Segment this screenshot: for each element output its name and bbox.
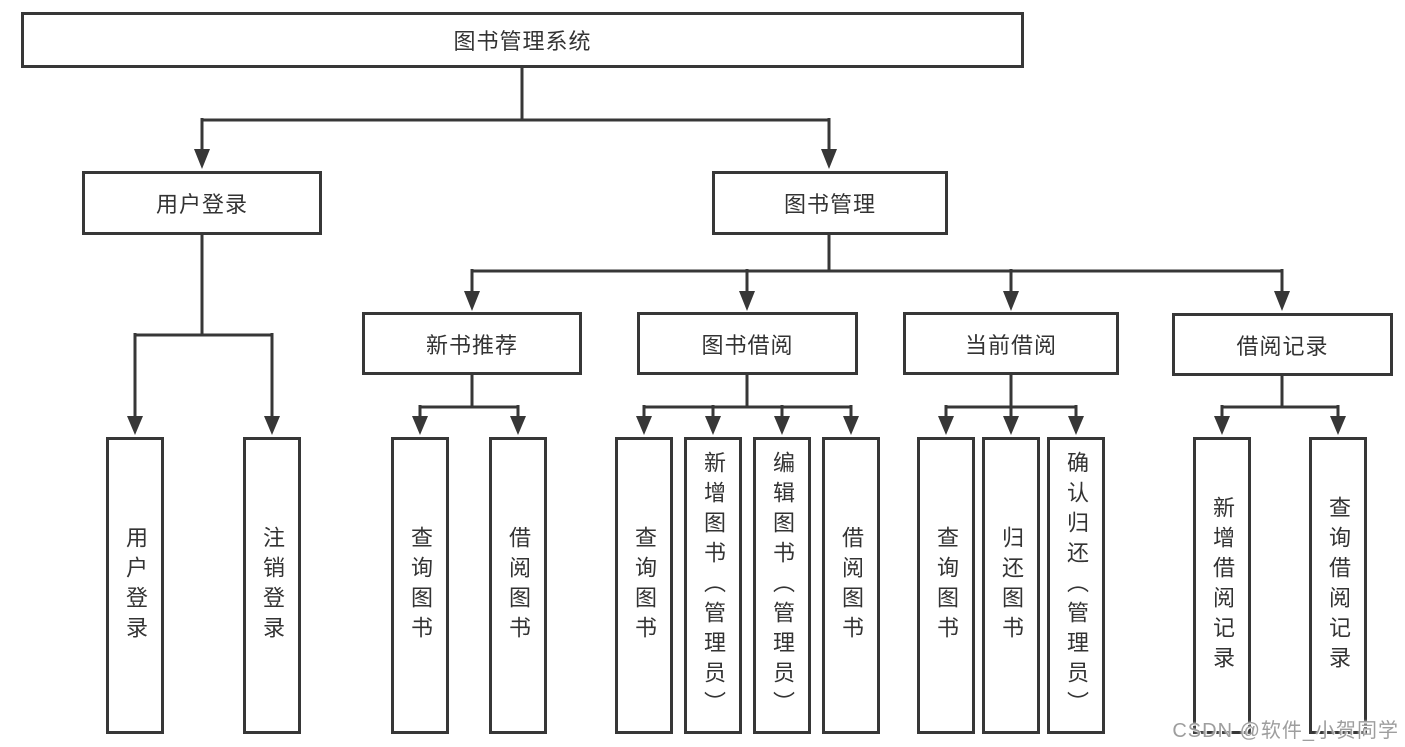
arrowhead — [821, 149, 837, 169]
arrowhead — [1274, 291, 1290, 311]
node-label: 用户登录 — [155, 192, 248, 217]
arrowhead — [938, 416, 954, 435]
leaf-label: 新增借阅记录 — [1210, 495, 1235, 676]
connector-user-login — [133, 234, 274, 417]
node-current-borrowing: 当前借阅 — [903, 312, 1119, 375]
arrowhead — [843, 416, 859, 435]
arrowhead — [1003, 416, 1019, 435]
leaf-query-books-borrow: 查询图书 — [615, 437, 673, 734]
node-book-management: 图书管理 — [712, 171, 948, 235]
arrowhead — [510, 416, 526, 435]
leaf-label: 归还图书 — [999, 525, 1024, 646]
arrowhead — [774, 416, 790, 435]
connector-root-trunk — [200, 67, 831, 150]
node-label: 借阅记录 — [1236, 333, 1329, 359]
leaf-label: 查询图书 — [408, 525, 433, 646]
arrowhead — [636, 416, 652, 435]
leaf-label: 新增图书（管理员） — [701, 450, 726, 721]
node-label: 图书管理系统 — [453, 29, 592, 54]
connector-book-management — [470, 234, 1284, 292]
leaf-label: 编辑图书（管理员） — [770, 450, 795, 721]
leaf-edit-book-admin: 编辑图书（管理员） — [753, 437, 811, 734]
leaf-label: 借阅图书 — [839, 525, 864, 646]
leaf-label: 借阅图书 — [506, 525, 531, 646]
arrowhead — [1330, 416, 1346, 435]
leaf-add-book-admin: 新增图书（管理员） — [684, 437, 742, 734]
leaf-label: 注销登录 — [260, 525, 285, 646]
leaf-query-borrow-record: 查询借阅记录 — [1309, 437, 1367, 734]
node-borrowing-records: 借阅记录 — [1172, 313, 1393, 376]
watermark: CSDN @软件_小贺同学 — [1172, 720, 1399, 742]
node-library-management-system: 图书管理系统 — [21, 12, 1024, 68]
arrowhead — [705, 416, 721, 435]
connector-current-borrowing — [944, 374, 1078, 417]
arrowhead — [739, 291, 755, 311]
arrowhead — [1068, 416, 1084, 435]
leaf-label: 确认归还（管理员） — [1064, 450, 1089, 721]
arrowhead — [1003, 291, 1019, 311]
leaf-query-books-current: 查询图书 — [917, 437, 975, 734]
arrowhead — [1214, 416, 1230, 435]
leaf-label: 用户登录 — [123, 525, 148, 646]
leaf-user-login: 用户登录 — [106, 437, 164, 734]
leaf-borrow-books-borrow: 借阅图书 — [822, 437, 880, 734]
leaf-return-book: 归还图书 — [982, 437, 1040, 734]
connector-borrowing-records — [1220, 375, 1340, 417]
arrowhead — [464, 291, 480, 311]
node-label: 图书管理 — [783, 192, 876, 217]
node-new-book-recommend: 新书推荐 — [362, 312, 582, 375]
leaf-confirm-return-admin: 确认归还（管理员） — [1047, 437, 1105, 734]
node-label: 图书借阅 — [701, 332, 794, 358]
leaf-logout: 注销登录 — [243, 437, 301, 734]
leaf-query-books-newbook: 查询图书 — [391, 437, 449, 734]
leaf-add-borrow-record: 新增借阅记录 — [1193, 437, 1251, 734]
connector-book-borrowing — [642, 374, 853, 417]
leaf-label: 查询图书 — [934, 525, 959, 646]
connector-new-book-recommend — [418, 374, 520, 417]
node-user-login: 用户登录 — [82, 171, 322, 235]
leaf-borrow-books-newbook: 借阅图书 — [489, 437, 547, 734]
node-label: 新书推荐 — [425, 332, 518, 358]
arrowhead — [194, 149, 210, 169]
node-book-borrowing: 图书借阅 — [637, 312, 858, 375]
leaf-label: 查询借阅记录 — [1326, 495, 1351, 676]
arrowhead — [127, 416, 143, 435]
arrowhead — [264, 416, 280, 435]
arrowhead — [412, 416, 428, 435]
node-label: 当前借阅 — [964, 332, 1057, 358]
leaf-label: 查询图书 — [632, 525, 657, 646]
